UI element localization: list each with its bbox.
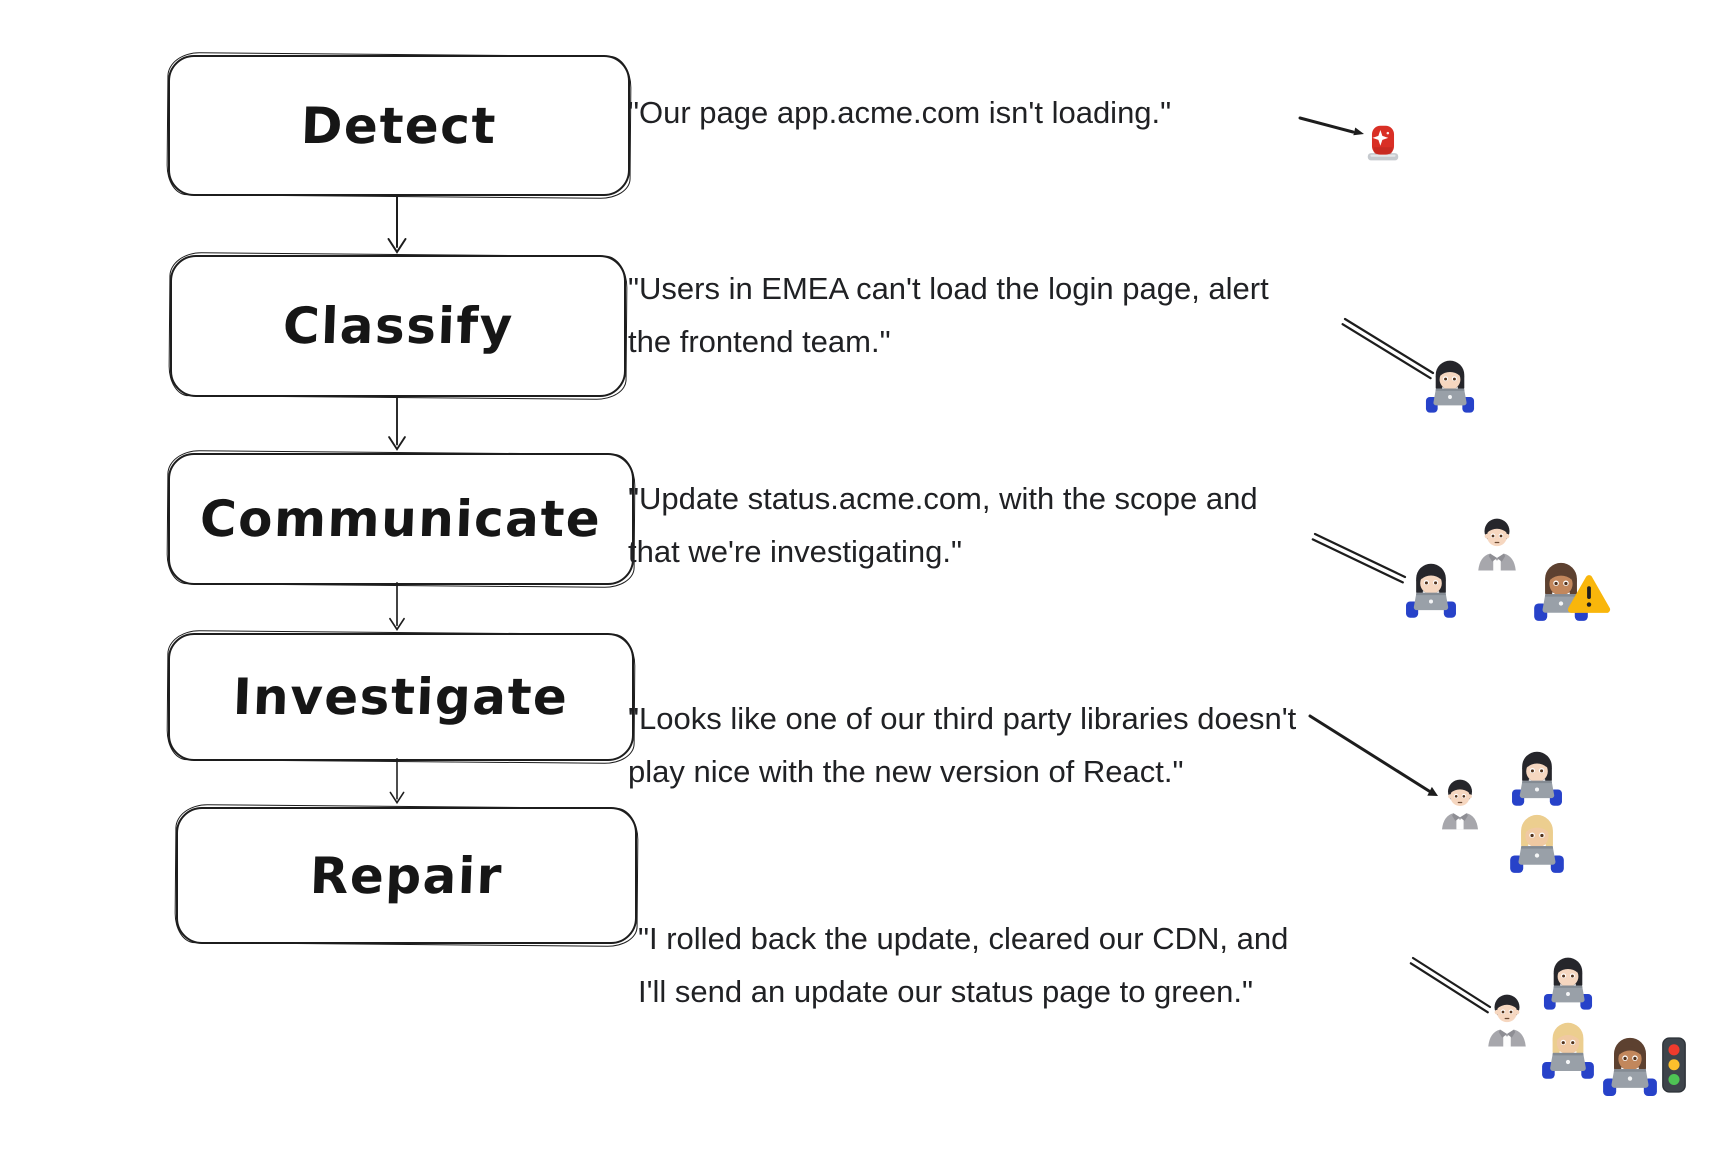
- pointer-line-repair: [1409, 956, 1492, 1014]
- step-box-classify: Classify: [170, 255, 626, 397]
- step-label-investigate: Investigate: [232, 668, 570, 726]
- woman-technologist-icon: [1542, 950, 1594, 1012]
- woman-technologist-icon: [1510, 744, 1564, 808]
- quote-classify: "Users in EMEA can't load the login page…: [628, 262, 1269, 368]
- step-label-classify: Classify: [281, 297, 515, 355]
- police-light-icon: [1362, 118, 1404, 164]
- quote-repair: "I rolled back the update, cleared our C…: [638, 912, 1288, 1018]
- step-label-repair: Repair: [309, 846, 504, 905]
- quote-communicate: "Update status.acme.com, with the scope …: [628, 472, 1258, 578]
- flow-arrow-icon: [388, 396, 406, 451]
- quote-line: "Users in EMEA can't load the login page…: [628, 271, 1269, 306]
- quote-line: "Our page app.acme.com isn't loading.": [628, 95, 1172, 130]
- flow-arrow-icon: [387, 195, 407, 254]
- office-worker-icon: [1436, 772, 1484, 834]
- traffic-light-icon: [1658, 1036, 1690, 1094]
- blonde-technologist-icon: [1508, 808, 1566, 874]
- step-box-detect: Detect: [168, 55, 630, 196]
- blonde-technologist-icon: [1540, 1014, 1596, 1082]
- warning-icon: [1566, 574, 1612, 614]
- pointer-line-detect: [1298, 116, 1364, 136]
- quote-line: I'll send an update our status page to g…: [638, 974, 1253, 1009]
- step-label-communicate: Communicate: [199, 490, 603, 548]
- woman-technologist-icon: [1404, 554, 1458, 622]
- quote-investigate: "Looks like one of our third party libra…: [628, 692, 1296, 798]
- step-box-investigate: Investigate: [168, 633, 634, 761]
- woman-technologist-icon: [1424, 352, 1476, 416]
- step-label-detect: Detect: [300, 96, 498, 155]
- flow-arrow-icon: [389, 582, 405, 632]
- flow-arrow-icon: [389, 758, 405, 805]
- quote-line: play nice with the new version of React.…: [628, 754, 1184, 789]
- office-worker-icon: [1472, 512, 1522, 574]
- quote-line: "I rolled back the update, cleared our C…: [638, 921, 1289, 956]
- pointer-line-investigate: [1308, 714, 1438, 796]
- quote-detect: "Our page app.acme.com isn't loading.": [628, 86, 1171, 139]
- office-worker-icon: [1482, 986, 1532, 1052]
- quote-line: "Looks like one of our third party libra…: [628, 701, 1297, 736]
- pointer-line-classify: [1341, 317, 1435, 380]
- quote-line: "Update status.acme.com, with the scope …: [628, 481, 1258, 516]
- man-technologist-icon: [1600, 1032, 1660, 1096]
- step-box-communicate: Communicate: [168, 453, 634, 585]
- step-box-repair: Repair: [176, 807, 637, 944]
- quote-line: the frontend team.": [628, 324, 891, 359]
- quote-line: that we're investigating.": [628, 534, 962, 569]
- pointer-line-communicate: [1311, 532, 1407, 584]
